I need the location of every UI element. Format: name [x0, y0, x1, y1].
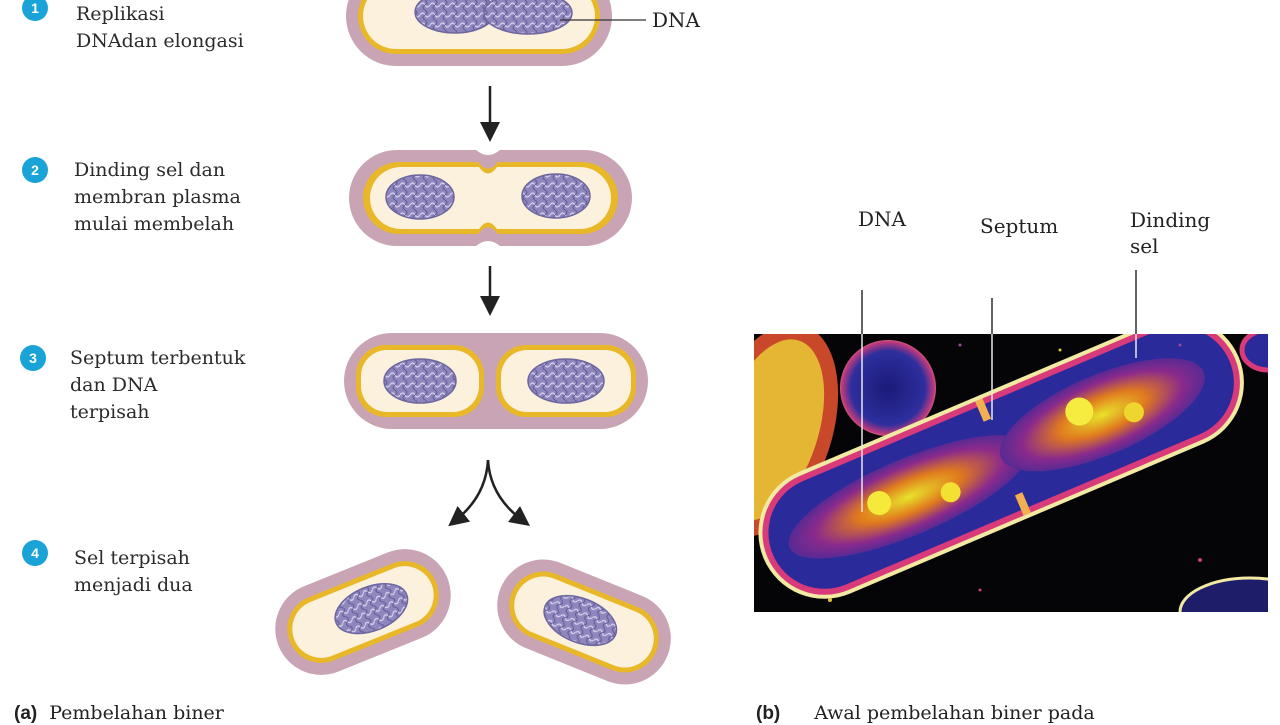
caption-a-text: Pembelahan biner — [49, 702, 224, 724]
cell-step-4-left — [275, 549, 451, 675]
caption-a-marker: (a) — [14, 703, 38, 724]
label-micrograph-dna: DNA — [858, 207, 906, 231]
caption-a: (a) Pembelahan biner — [14, 702, 224, 725]
label-micrograph-wall: Dinding sel — [1130, 208, 1211, 258]
label-dna-step1: DNA — [652, 8, 700, 32]
cell-step-1 — [346, 0, 646, 66]
cell-step-2 — [349, 150, 632, 246]
dna-blob — [521, 173, 591, 219]
label-micrograph-septum: Septum — [980, 214, 1059, 238]
step-2-text: Dinding sel dan membran plasma mulai mem… — [74, 159, 241, 235]
caption-b: (b) Awal pembelahan biner pada — [756, 702, 1095, 725]
cell-step-4-right — [497, 559, 671, 685]
caption-b-marker: (b) — [756, 703, 781, 724]
dna-blob — [543, 594, 618, 647]
step-4-text: Sel terpisah menjadi dua — [74, 547, 193, 596]
step-badge-2: 2 — [22, 157, 48, 183]
dna-blob — [334, 583, 409, 635]
dividing-rod-cell — [758, 334, 1244, 599]
cell-step-3 — [344, 333, 648, 429]
round-cell — [840, 340, 936, 436]
step-1-text: Replikasi DNAdan elongasi — [76, 3, 244, 52]
dna-blob — [527, 358, 605, 404]
step-3-text: Septum terbentuk dan DNA terpisah — [70, 347, 246, 423]
split-arrows-icon — [448, 459, 530, 527]
micrograph — [754, 270, 1268, 612]
dna-blob — [383, 358, 457, 404]
dna-blob — [483, 0, 573, 35]
step-badge-1: 1 — [22, 0, 48, 21]
step-badge-4: 4 — [22, 540, 48, 566]
dna-blob — [385, 174, 455, 220]
step-badge-3: 3 — [20, 345, 46, 371]
caption-b-text: Awal pembelahan biner pada — [814, 702, 1095, 724]
